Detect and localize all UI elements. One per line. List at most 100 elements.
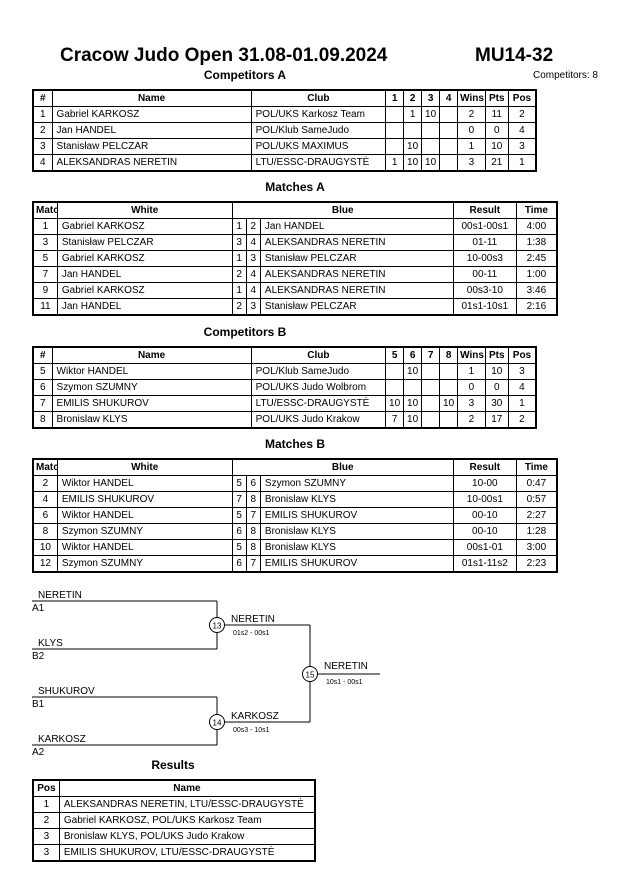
- table-cell: 2: [507, 106, 537, 123]
- column-header: 7: [421, 346, 441, 364]
- column-header: Pos: [32, 779, 60, 797]
- table-cell: Bronislaw KLYS: [51, 411, 252, 429]
- column-header: Result: [452, 201, 517, 219]
- match-14-number: 14: [213, 719, 222, 728]
- table-cell: 2:23: [515, 555, 558, 573]
- table-cell: [439, 154, 459, 172]
- table-cell: 4: [507, 122, 537, 139]
- table-cell: POL/UKS MAXIMUS: [250, 138, 387, 155]
- table-cell: 0: [457, 122, 486, 139]
- column-header: Blue: [231, 458, 454, 476]
- column-header: Name: [58, 779, 316, 797]
- table-cell: 1: [385, 154, 405, 172]
- final-bracket: NERETIN A1 KLYS B2 13 NERETIN 01s2 - 00s…: [32, 590, 380, 758]
- table-cell: 10: [484, 138, 509, 155]
- table-cell: Wiktor HANDEL: [51, 363, 252, 380]
- table-cell: 0: [484, 122, 509, 139]
- table-cell: [439, 122, 459, 139]
- table-cell: 2: [507, 411, 537, 429]
- table-cell: [403, 122, 423, 139]
- table-cell: [421, 138, 441, 155]
- final-winner: NERETIN: [324, 661, 368, 672]
- column-header: Pts: [484, 346, 509, 364]
- column-header: 8: [439, 346, 459, 364]
- table-cell: 3: [245, 298, 261, 316]
- table-cell: Bronislaw KLYS: [259, 523, 454, 540]
- column-header: Club: [250, 346, 387, 364]
- column-header: 2: [403, 89, 423, 107]
- table-cell: ALEKSANDRAS NERETIN: [259, 266, 454, 283]
- table-cell: 2:27: [515, 507, 558, 524]
- table-cell: ALEKSANDRAS NERETIN: [259, 234, 454, 251]
- table-cell: Wiktor HANDEL: [56, 475, 233, 492]
- table-cell: LTU/ESSC-DRAUGYSTĖ: [250, 395, 387, 412]
- column-header: White: [56, 201, 233, 219]
- table-cell: 3: [507, 138, 537, 155]
- table-cell: [403, 379, 423, 396]
- table-cell: 10-00s1: [452, 491, 517, 508]
- semi2-top-seed: B1: [32, 699, 45, 710]
- table-cell: 7: [32, 395, 53, 412]
- table-cell: 3: [32, 828, 60, 845]
- match-15-circle: [302, 666, 318, 682]
- table-cell: Wiktor HANDEL: [56, 539, 233, 556]
- column-header: Wins: [457, 346, 486, 364]
- table-cell: 10: [403, 138, 423, 155]
- table-cell: 3: [32, 844, 60, 862]
- table-cell: 1:28: [515, 523, 558, 540]
- table-cell: 3: [32, 234, 58, 251]
- column-header: Match: [32, 458, 58, 476]
- semi1-top-name: NERETIN: [38, 590, 82, 601]
- semi1-score: 01s2 - 00s1: [233, 630, 270, 637]
- table-cell: [421, 122, 441, 139]
- column-header: Blue: [231, 201, 454, 219]
- table-cell: 0: [457, 379, 486, 396]
- table-cell: [385, 379, 405, 396]
- table-cell: 2: [231, 266, 247, 283]
- column-header: Wins: [457, 89, 486, 107]
- table-cell: [421, 363, 441, 380]
- table-cell: [421, 411, 441, 429]
- table-cell: EMILIS SHUKUROV: [56, 491, 233, 508]
- table-cell: 11: [32, 298, 58, 316]
- table-cell: 4: [245, 282, 261, 299]
- table-cell: POL/UKS Judo Krakow: [250, 411, 387, 429]
- semi1-winner: NERETIN: [231, 614, 275, 625]
- table-cell: EMILIS SHUKUROV, LTU/ESSC-DRAUGYSTĖ: [58, 844, 316, 862]
- table-cell: 1: [231, 282, 247, 299]
- table-cell: 1: [32, 106, 53, 123]
- table-cell: 5: [231, 507, 247, 524]
- matches-a-title: Matches A: [265, 180, 325, 194]
- column-header: 5: [385, 346, 405, 364]
- table-cell: 1: [403, 106, 423, 123]
- table-cell: 00-11: [452, 266, 517, 283]
- semi2-winner: KARKOSZ: [231, 711, 279, 722]
- table-cell: 3: [32, 138, 53, 155]
- table-cell: Gabriel KARKOSZ: [56, 250, 233, 267]
- table-cell: 21: [484, 154, 509, 172]
- table-cell: 00s1-01: [452, 539, 517, 556]
- table-cell: 7: [32, 266, 58, 283]
- table-cell: 00s3-10: [452, 282, 517, 299]
- table-cell: Jan HANDEL: [259, 218, 454, 235]
- table-cell: 1: [457, 363, 486, 380]
- column-header: Match: [32, 201, 58, 219]
- table-cell: 01s1-10s1: [452, 298, 517, 316]
- table-cell: 4:00: [515, 218, 558, 235]
- column-header: #: [32, 346, 53, 364]
- table-cell: [439, 106, 459, 123]
- table-cell: 7: [245, 507, 261, 524]
- table-cell: ALEKSANDRAS NERETIN: [51, 154, 252, 172]
